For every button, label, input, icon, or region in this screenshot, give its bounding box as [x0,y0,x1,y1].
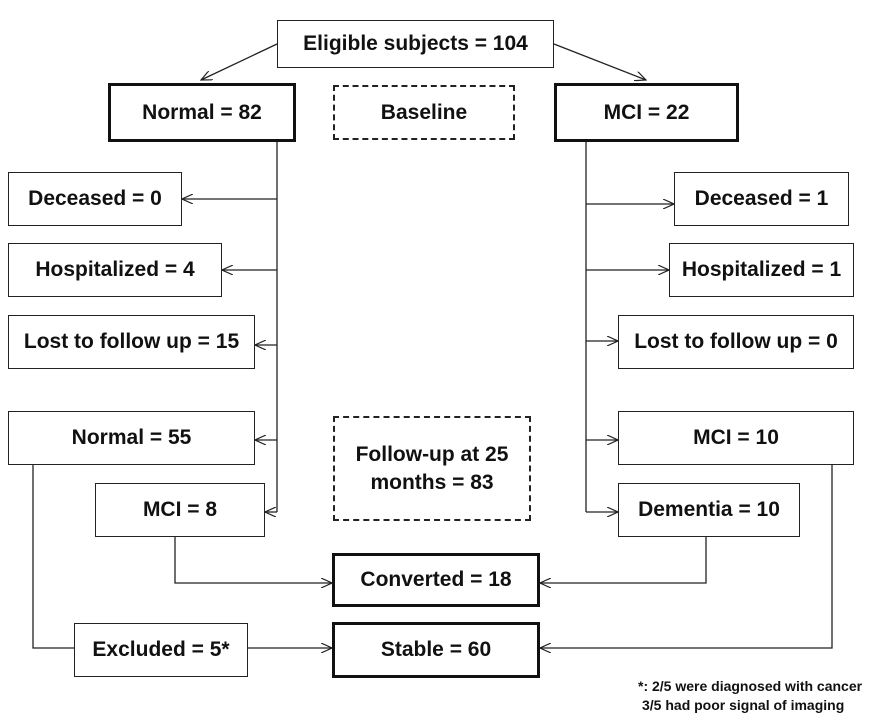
deceased-left-box: Deceased = 0 [8,172,182,226]
normal-baseline-label: Normal = 82 [142,100,262,124]
deceased-left-label: Deceased = 0 [28,187,162,211]
hospitalized-left-box: Hospitalized = 4 [8,243,222,297]
lost-left-box: Lost to follow up = 15 [8,315,255,369]
lost-right-label: Lost to follow up = 0 [634,330,838,354]
mci-baseline-box: MCI = 22 [554,83,739,142]
baseline-label: Baseline [380,100,468,124]
excluded-label: Excluded = 5* [92,638,230,662]
arrow-eligible-to-normal [201,43,278,80]
excluded-box: Excluded = 5* [74,623,248,677]
normal-follow-box: Normal = 55 [8,411,255,465]
eligible-subjects-box: Eligible subjects = 104 [277,20,554,68]
hospitalized-left-label: Hospitalized = 4 [35,258,195,282]
arrow-mci-right-to-stable [540,465,833,648]
deceased-right-box: Deceased = 1 [674,172,849,226]
mci-left-box: MCI = 8 [95,483,265,537]
arrow-dementia-to-converted [540,537,707,583]
footnote-line-2: 3/5 had poor signal of imaging [642,696,845,713]
eligible-subjects-label: Eligible subjects = 104 [303,32,528,56]
mci-right-box: MCI = 10 [618,411,854,465]
footnote: *: 2/5 were diagnosed with cancer 3/5 ha… [638,677,890,715]
hospitalized-right-label: Hospitalized = 1 [681,258,842,282]
footnote-line-1: *: 2/5 were diagnosed with cancer [638,678,863,694]
baseline-box: Baseline [333,85,515,140]
arrow-mci-left-to-converted [174,537,332,583]
followup-line-2: months = 83 [370,470,494,494]
mci-right-label: MCI = 10 [693,426,779,450]
mci-baseline-label: MCI = 22 [603,100,690,124]
followup-box: Follow-up at 25 months = 83 [333,416,531,521]
converted-box: Converted = 18 [332,553,540,607]
mci-left-label: MCI = 8 [142,498,218,522]
followup-line-1: Follow-up at 25 [355,443,509,467]
hospitalized-right-box: Hospitalized = 1 [669,243,854,297]
lost-left-label: Lost to follow up = 15 [23,330,240,354]
converted-label: Converted = 18 [360,568,512,592]
deceased-right-label: Deceased = 1 [694,187,829,211]
arrow-eligible-to-mci [553,43,646,80]
stable-label: Stable = 60 [380,638,492,662]
stable-box: Stable = 60 [332,622,540,678]
lost-right-box: Lost to follow up = 0 [618,315,854,369]
normal-baseline-box: Normal = 82 [108,83,296,142]
line-normal-to-stable [32,465,74,649]
dementia-label: Dementia = 10 [638,498,780,522]
normal-follow-label: Normal = 55 [71,426,192,450]
dementia-box: Dementia = 10 [618,483,800,537]
